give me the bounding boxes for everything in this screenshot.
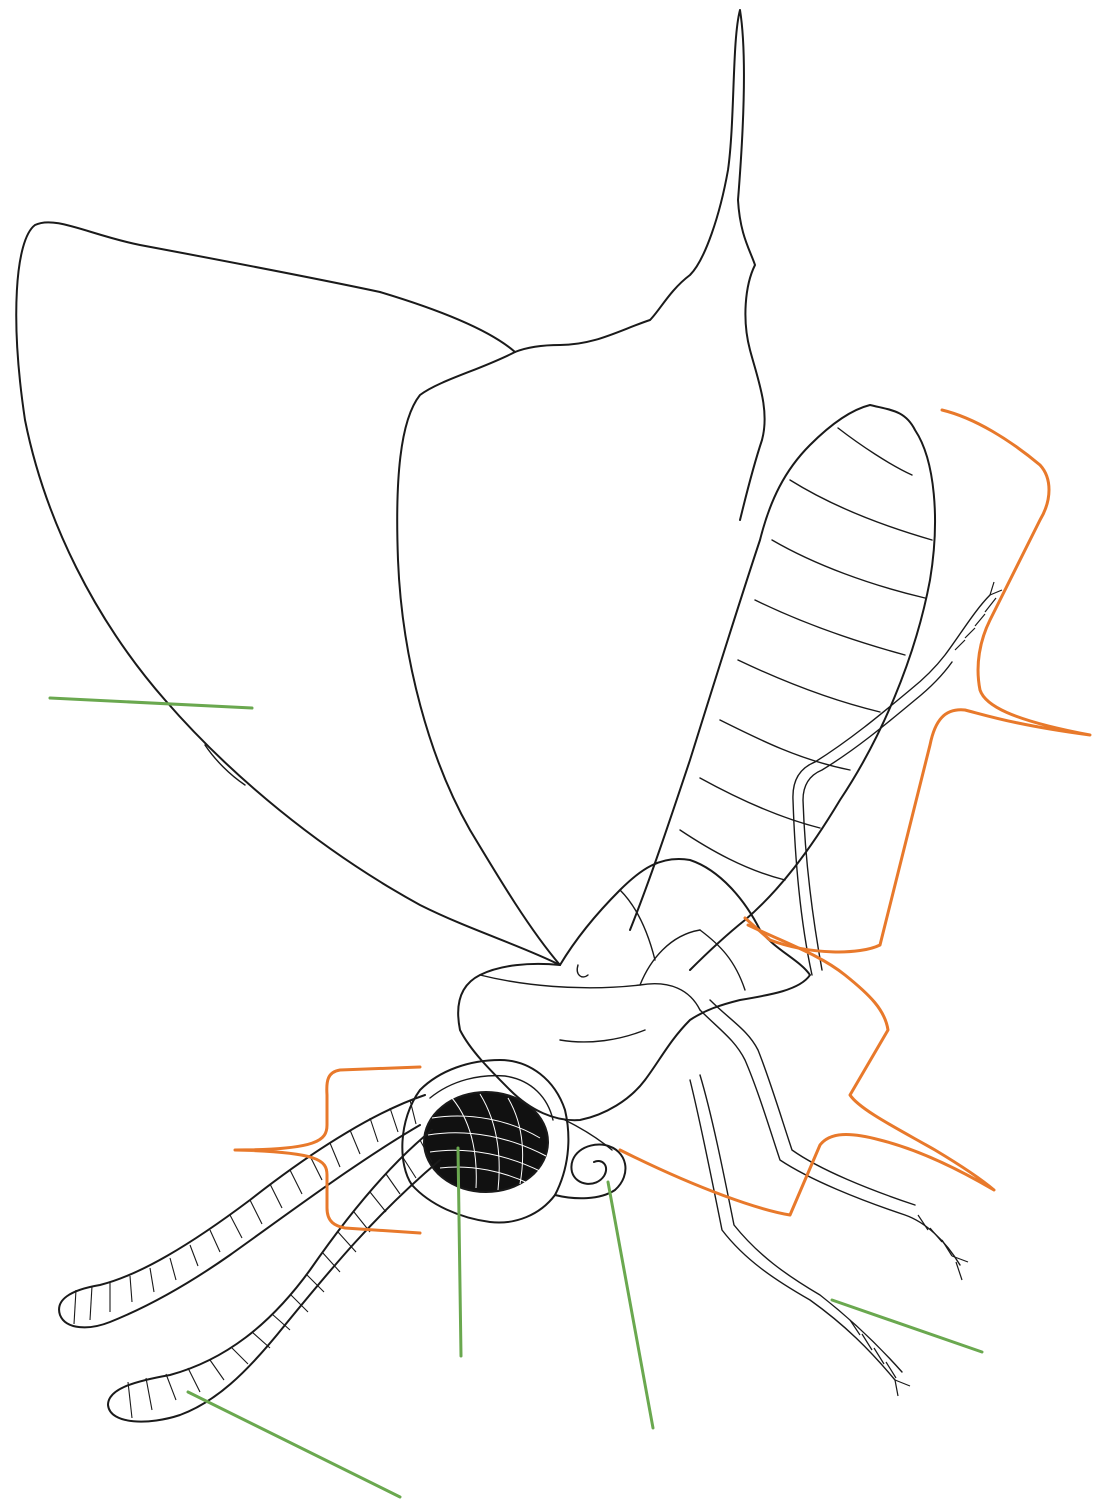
abdomen-segment-6	[720, 720, 850, 770]
brackets	[235, 410, 1090, 1233]
thorax-plate-1	[480, 975, 700, 1010]
abdomen-segment-2	[790, 480, 932, 540]
compound-eye	[424, 1092, 548, 1192]
abdomen-segment-4	[755, 600, 905, 655]
hindwing-outline	[397, 352, 560, 965]
abdomen-segment-3	[772, 540, 925, 598]
pointer-line-wing	[50, 698, 252, 708]
thorax-plate-6	[577, 965, 588, 977]
abdomen-segment-1	[838, 428, 912, 475]
abdomen-segment-7	[700, 778, 820, 828]
front-leg	[690, 1075, 902, 1380]
legs	[690, 582, 1002, 1396]
abdomen	[630, 405, 935, 970]
pointer-line-proboscis	[608, 1182, 653, 1428]
wing-lower-margin	[205, 745, 245, 785]
proboscis-coil	[555, 1145, 625, 1199]
antenna-lower-rings	[128, 1140, 432, 1418]
front-leg-tarsus	[850, 1320, 910, 1396]
antenna-upper-rings	[74, 1100, 416, 1324]
antenna-lower	[108, 1130, 440, 1422]
hind-leg-tarsus	[955, 582, 1002, 650]
bracket-thorax	[620, 925, 994, 1215]
antenna-upper	[59, 1095, 425, 1327]
middle-leg-tarsus	[918, 1215, 968, 1280]
middle-leg	[700, 1000, 960, 1265]
wings	[16, 10, 764, 965]
antennae	[59, 1095, 440, 1422]
forewing-outline	[16, 10, 764, 965]
abdomen-outline	[630, 405, 935, 970]
hind-leg	[793, 595, 990, 975]
bracket-head	[235, 1067, 420, 1233]
thorax-plate-3	[620, 890, 655, 960]
thorax-plate-5	[560, 1030, 645, 1042]
abdomen-segment-5	[738, 660, 880, 712]
abdomen-segment-8	[680, 830, 785, 880]
head	[402, 1060, 625, 1223]
pointer-line-antenna	[188, 1392, 400, 1497]
